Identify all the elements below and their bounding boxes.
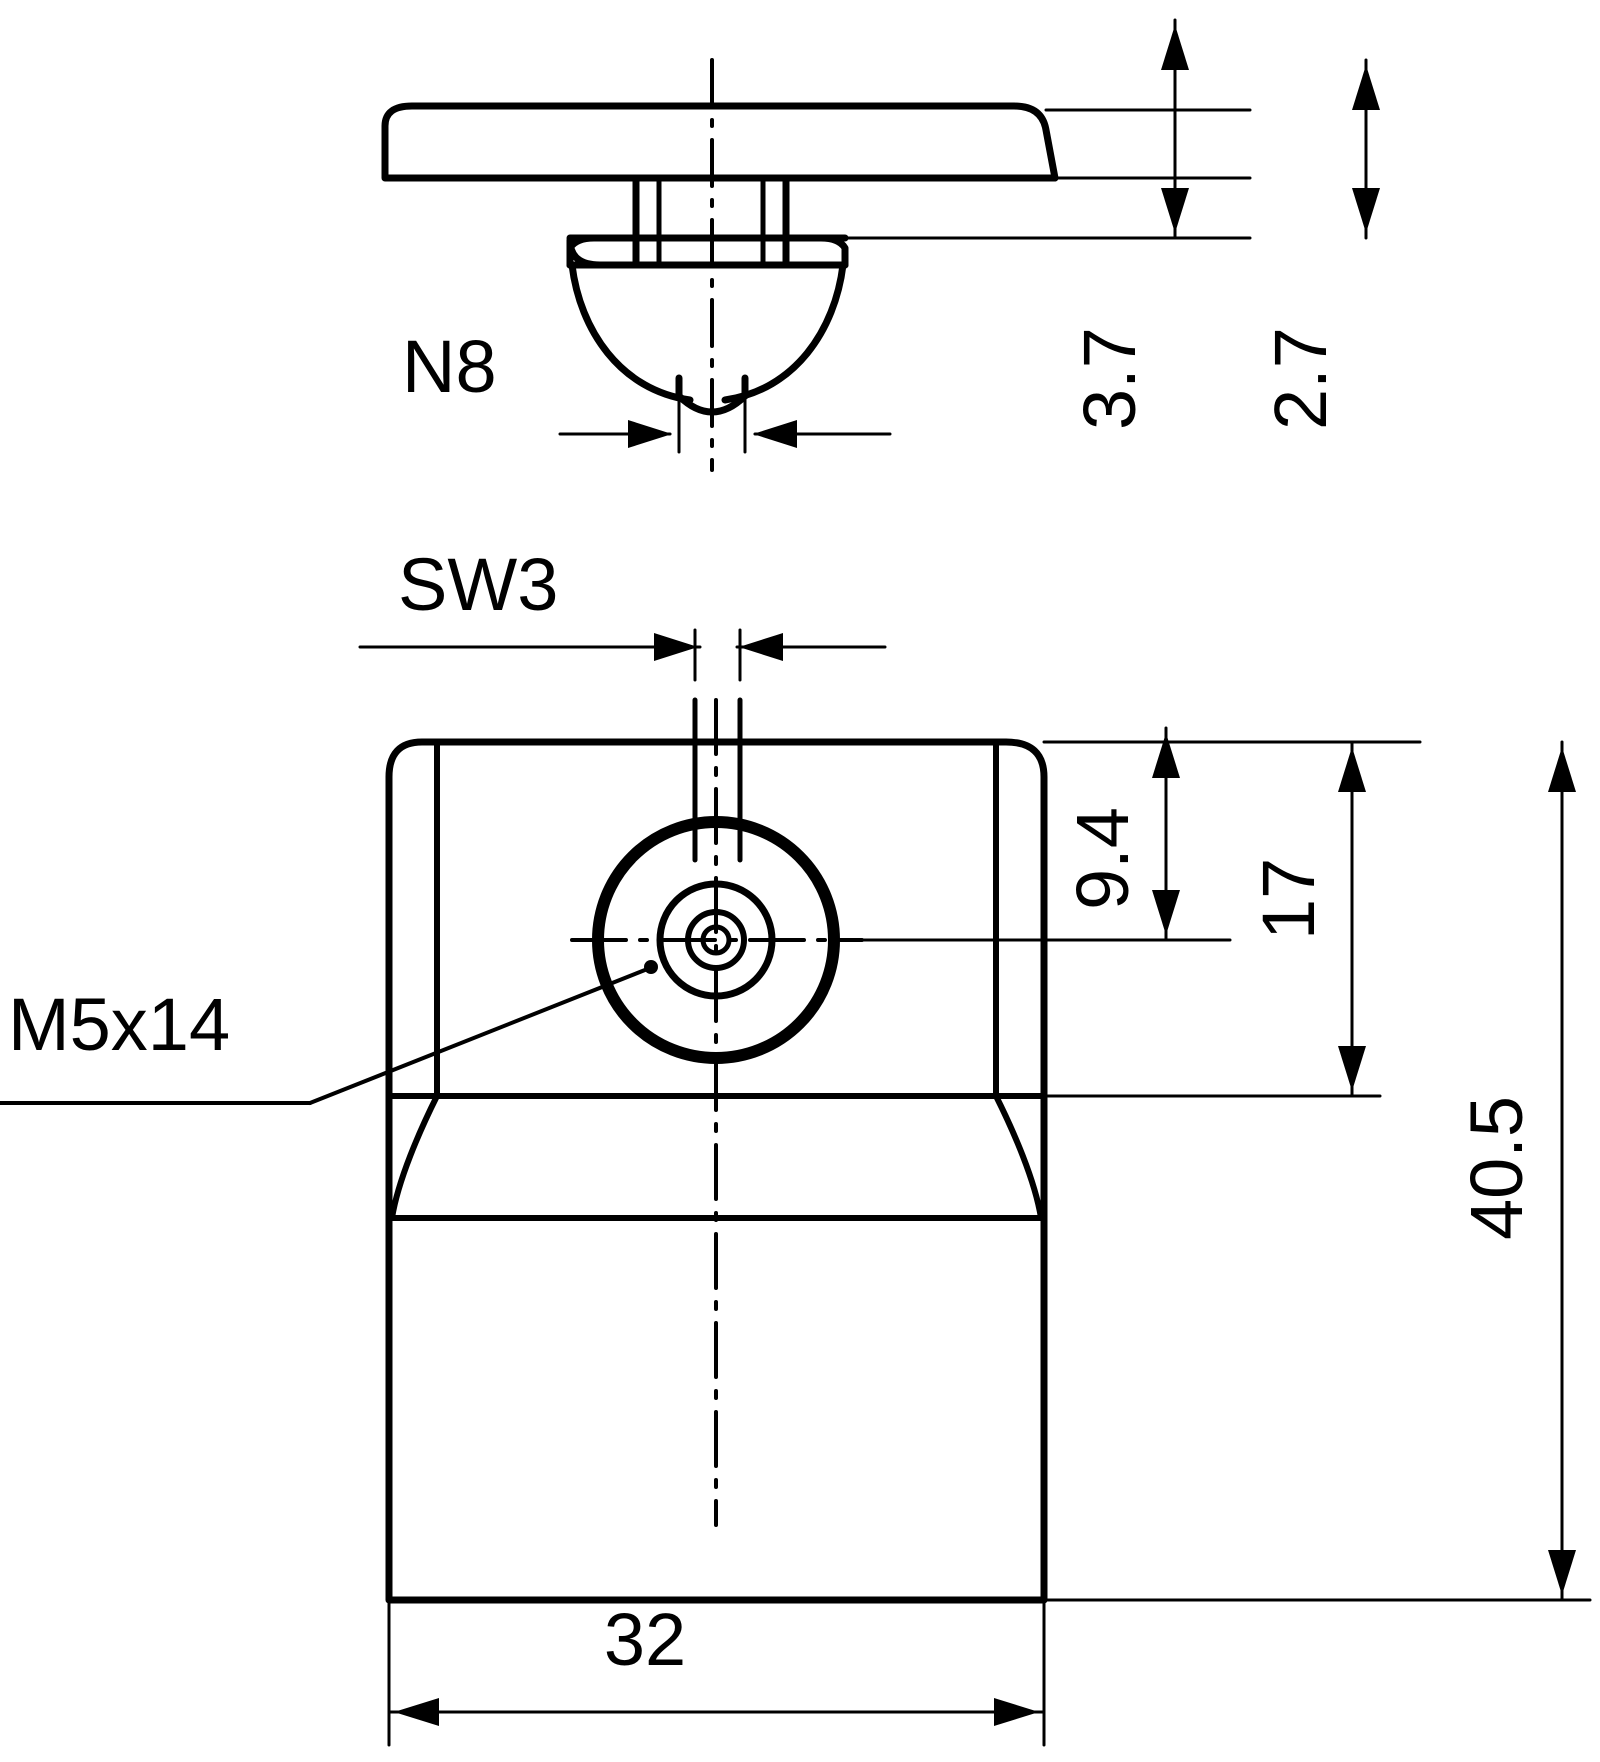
dimension-2.7: [1352, 58, 1380, 240]
label-m5x14: M5x14: [8, 983, 230, 1066]
front-view-centerlines: [570, 698, 864, 1527]
dimension-3.7: [1161, 18, 1189, 240]
dimension-label-3.7: 3.7: [1068, 327, 1151, 430]
dimension-label-2.7: 2.7: [1259, 327, 1342, 430]
m5x14-leader: [0, 960, 658, 1105]
sw3-hole-lines: [692, 697, 743, 863]
sw3-dimension-line: [358, 628, 887, 682]
front-view-extension-lines: [860, 740, 1592, 1602]
side-view-extension-lines: [843, 108, 1252, 240]
dimension-32: [387, 1598, 1046, 1747]
dimension-40.5: [1548, 740, 1576, 1602]
label-sw3: SW3: [398, 543, 558, 626]
dimension-label-9.4: 9.4: [1061, 807, 1144, 910]
dimension-9.4: [1152, 726, 1180, 942]
dimension-label-32: 32: [604, 1598, 686, 1681]
n8-dimension-line: [558, 398, 892, 454]
dimension-label-17: 17: [1247, 858, 1330, 940]
label-n8: N8: [402, 325, 497, 408]
dimension-17: [1338, 740, 1366, 1098]
dimension-label-40.5: 40.5: [1455, 1096, 1538, 1240]
